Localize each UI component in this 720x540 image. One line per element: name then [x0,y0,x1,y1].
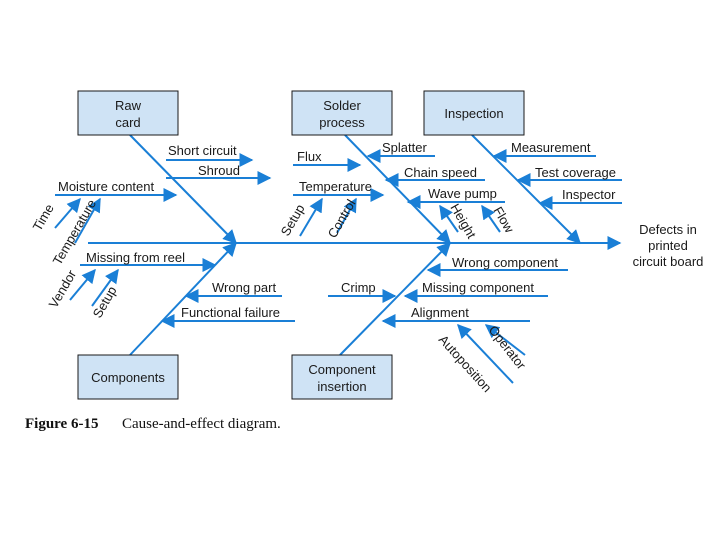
control-label: Control [325,197,359,241]
missing-component-label: Missing component [422,280,534,295]
raw-card-box [77,90,179,136]
solder-process-label-1: Solder [323,98,361,113]
operator-arrow [484,324,526,356]
inspector-label: Inspector [562,187,616,202]
inspection-bone [471,134,581,244]
inspection-label: Inspection [444,106,503,121]
raw-card-label-1: Raw [115,98,142,113]
moisture-content-label: Moisture content [58,179,154,194]
alignment-label: Alignment [411,305,469,320]
test-coverage-label: Test coverage [535,165,616,180]
splatter-label: Splatter [382,140,427,155]
time-label: Time [30,201,57,233]
height-arrow [439,204,459,233]
time-arrow [54,197,81,229]
missing-from-reel-label: Missing from reel [86,250,185,265]
setup-solder-label: Setup [278,202,308,239]
setup-components-arrow [91,268,119,307]
measurement-label: Measurement [511,140,591,155]
raw-card-bone [129,134,237,244]
figure-number: Figure 6-15 [25,416,98,432]
solder-process-bone [344,134,451,245]
height-label: Height [447,201,479,241]
functional-failure-label: Functional failure [181,305,280,320]
component-insertion-box [291,354,393,400]
vendor-label: Vendor [46,267,80,311]
setup-solder-arrow [299,197,323,237]
solder-process-label-2: process [319,115,365,130]
solder-process-box [291,90,393,136]
component-insertion-bone [339,242,451,356]
component-insertion-label-2: insertion [317,379,366,394]
flow-arrow [481,204,501,233]
effect-label-1: Defects in [639,222,697,237]
control-arrow [336,197,357,234]
temperature-solder-label: Temperature [299,179,372,194]
shroud-label: Shroud [198,163,240,178]
temperature-raw-arrow [74,197,101,244]
chain-speed-label: Chain speed [404,165,477,180]
raw-card-label-2: card [115,115,140,130]
autoposition-arrow [457,323,514,384]
effect-label-3: circuit board [633,254,704,269]
inspection-box [423,90,525,136]
effect-label-2: printed [648,238,688,253]
flow-label: Flow [490,204,517,236]
flux-label: Flux [297,149,322,164]
components-box [77,354,179,400]
autoposition-label: Autoposition [436,332,495,395]
wave-pump-label: Wave pump [428,186,497,201]
components-label: Components [91,370,165,385]
wrong-component-label: Wrong component [452,255,558,270]
figure-caption: Cause-and-effect diagram. [122,416,281,432]
crimp-label: Crimp [341,280,376,295]
short-circuit-label: Short circuit [168,143,237,158]
vendor-arrow [69,268,96,301]
operator-label: Operator [486,323,530,373]
wrong-part-label: Wrong part [212,280,276,295]
component-insertion-label-1: Component [308,362,376,377]
components-bone [129,241,237,356]
